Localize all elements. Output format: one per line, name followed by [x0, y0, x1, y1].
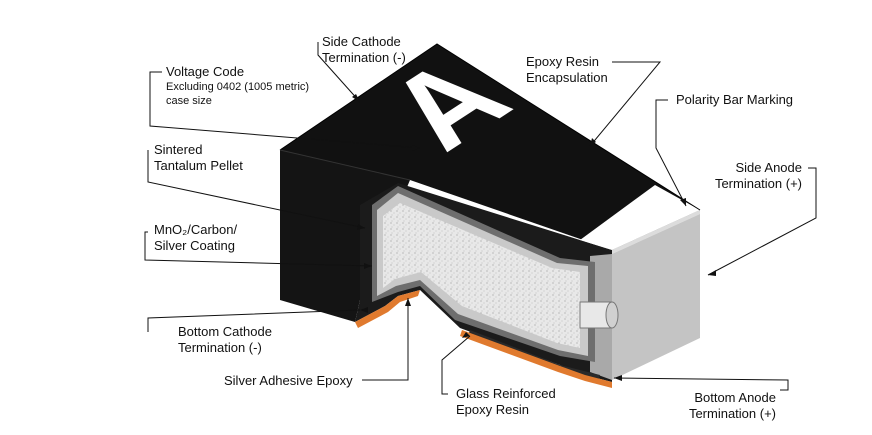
epoxy-left-face	[280, 150, 410, 322]
label-silver-adhesive: Silver Adhesive Epoxy	[224, 373, 353, 388]
leader-side-cathode	[317, 42, 361, 103]
polarity-bar	[580, 185, 700, 250]
label-polarity-bar: Polarity Bar Marking	[676, 92, 794, 107]
glass-epoxy-base	[468, 330, 600, 380]
leader-bottom-cathode	[147, 309, 361, 332]
epoxy-top-face	[280, 44, 700, 250]
leader-mno2	[144, 231, 373, 267]
leader-lines	[144, 42, 817, 395]
leader-arrowheads	[352, 94, 716, 381]
anode-termination-front	[612, 214, 700, 380]
tantalum-pellet	[383, 203, 580, 348]
anode-termination-top	[612, 210, 700, 254]
leader-sintered	[147, 150, 366, 229]
leader-polarity-bar	[655, 99, 687, 207]
label-mno2-coating: MnO₂/Carbon/Silver Coating	[154, 222, 238, 253]
leader-glass-epoxy	[441, 335, 471, 395]
label-voltage-code: Voltage Code	[166, 64, 245, 79]
leader-epoxy-resin	[589, 61, 662, 147]
bottom-anode-copper	[460, 330, 612, 388]
leader-bottom-anode	[613, 377, 789, 391]
label-voltage-note: Excluding 0402 (1005 metric)case size	[166, 81, 310, 107]
leader-side-anode	[707, 167, 817, 276]
bottom-cathode-copper	[355, 290, 420, 328]
leader-silver-adhesive	[362, 298, 409, 381]
leader-voltage-code	[149, 71, 421, 149]
